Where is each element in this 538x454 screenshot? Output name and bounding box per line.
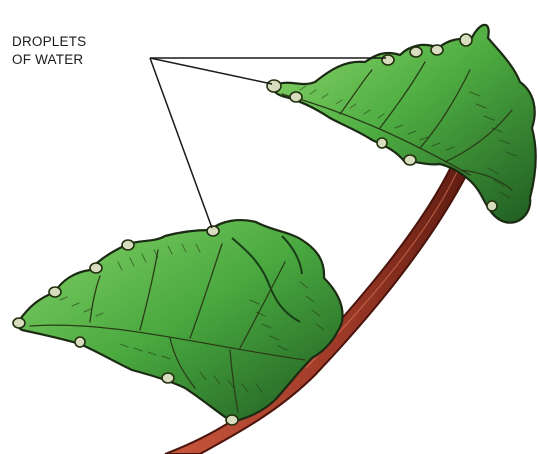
droplet	[162, 373, 174, 383]
droplets-label: DROPLETS OF WATER	[12, 34, 86, 67]
leader-line	[150, 58, 272, 84]
droplet	[90, 263, 102, 273]
droplet	[487, 201, 497, 211]
droplet	[49, 287, 61, 297]
droplet	[290, 92, 302, 102]
label-line-1: DROPLETS	[12, 34, 86, 49]
leader-line	[150, 58, 212, 228]
droplet	[460, 34, 472, 46]
droplet	[75, 337, 85, 347]
upper-leaf	[272, 25, 536, 223]
droplet	[377, 138, 387, 148]
droplet	[382, 55, 394, 65]
droplet	[410, 47, 422, 57]
droplet	[13, 318, 25, 328]
droplet	[226, 415, 238, 425]
droplet	[431, 45, 443, 55]
label-line-2: OF WATER	[12, 52, 83, 67]
droplet	[207, 226, 219, 236]
droplet	[122, 240, 134, 250]
droplet	[404, 155, 416, 165]
droplet	[267, 80, 281, 92]
